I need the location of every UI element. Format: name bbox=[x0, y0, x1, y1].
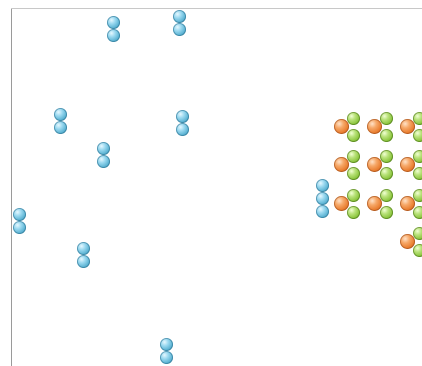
hydrogen-atom bbox=[54, 121, 67, 134]
hydrogen-atom bbox=[176, 123, 189, 136]
oxygen-atom bbox=[367, 119, 382, 134]
green-atom bbox=[380, 206, 393, 219]
hydrogen-atom bbox=[176, 110, 189, 123]
green-atom bbox=[413, 129, 422, 142]
green-atom bbox=[347, 150, 360, 163]
hydrogen-atom bbox=[77, 255, 90, 268]
canvas-left-border bbox=[11, 8, 12, 366]
green-atom bbox=[347, 112, 360, 125]
oxygen-atom bbox=[400, 119, 415, 134]
hydrogen-atom bbox=[13, 221, 26, 234]
hydrogen-atom bbox=[97, 155, 110, 168]
oxygen-atom bbox=[400, 196, 415, 211]
oxygen-atom bbox=[400, 234, 415, 249]
hydrogen-atom bbox=[160, 351, 173, 364]
hydrogen-atom bbox=[54, 108, 67, 121]
green-atom bbox=[347, 167, 360, 180]
oxygen-atom bbox=[334, 196, 349, 211]
oxygen-atom bbox=[400, 157, 415, 172]
hydrogen-atom bbox=[316, 192, 329, 205]
hydrogen-atom bbox=[107, 29, 120, 42]
oxygen-atom bbox=[367, 157, 382, 172]
canvas-top-border bbox=[11, 8, 422, 9]
hydrogen-atom bbox=[107, 16, 120, 29]
green-atom bbox=[380, 167, 393, 180]
hydrogen-atom bbox=[316, 179, 329, 192]
hydrogen-atom bbox=[13, 208, 26, 221]
oxygen-atom bbox=[367, 196, 382, 211]
hydrogen-atom bbox=[160, 338, 173, 351]
hydrogen-atom bbox=[97, 142, 110, 155]
hydrogen-atom bbox=[173, 23, 186, 36]
green-atom bbox=[347, 189, 360, 202]
oxygen-atom bbox=[334, 119, 349, 134]
green-atom bbox=[413, 167, 422, 180]
green-atom bbox=[347, 206, 360, 219]
hydrogen-atom bbox=[316, 205, 329, 218]
green-atom bbox=[413, 206, 422, 219]
oxygen-atom bbox=[334, 157, 349, 172]
hydrogen-atom bbox=[173, 10, 186, 23]
green-atom bbox=[347, 129, 360, 142]
green-atom bbox=[380, 129, 393, 142]
green-atom bbox=[413, 244, 422, 257]
green-atom bbox=[380, 150, 393, 163]
green-atom bbox=[380, 112, 393, 125]
hydrogen-atom bbox=[77, 242, 90, 255]
green-atom bbox=[380, 189, 393, 202]
